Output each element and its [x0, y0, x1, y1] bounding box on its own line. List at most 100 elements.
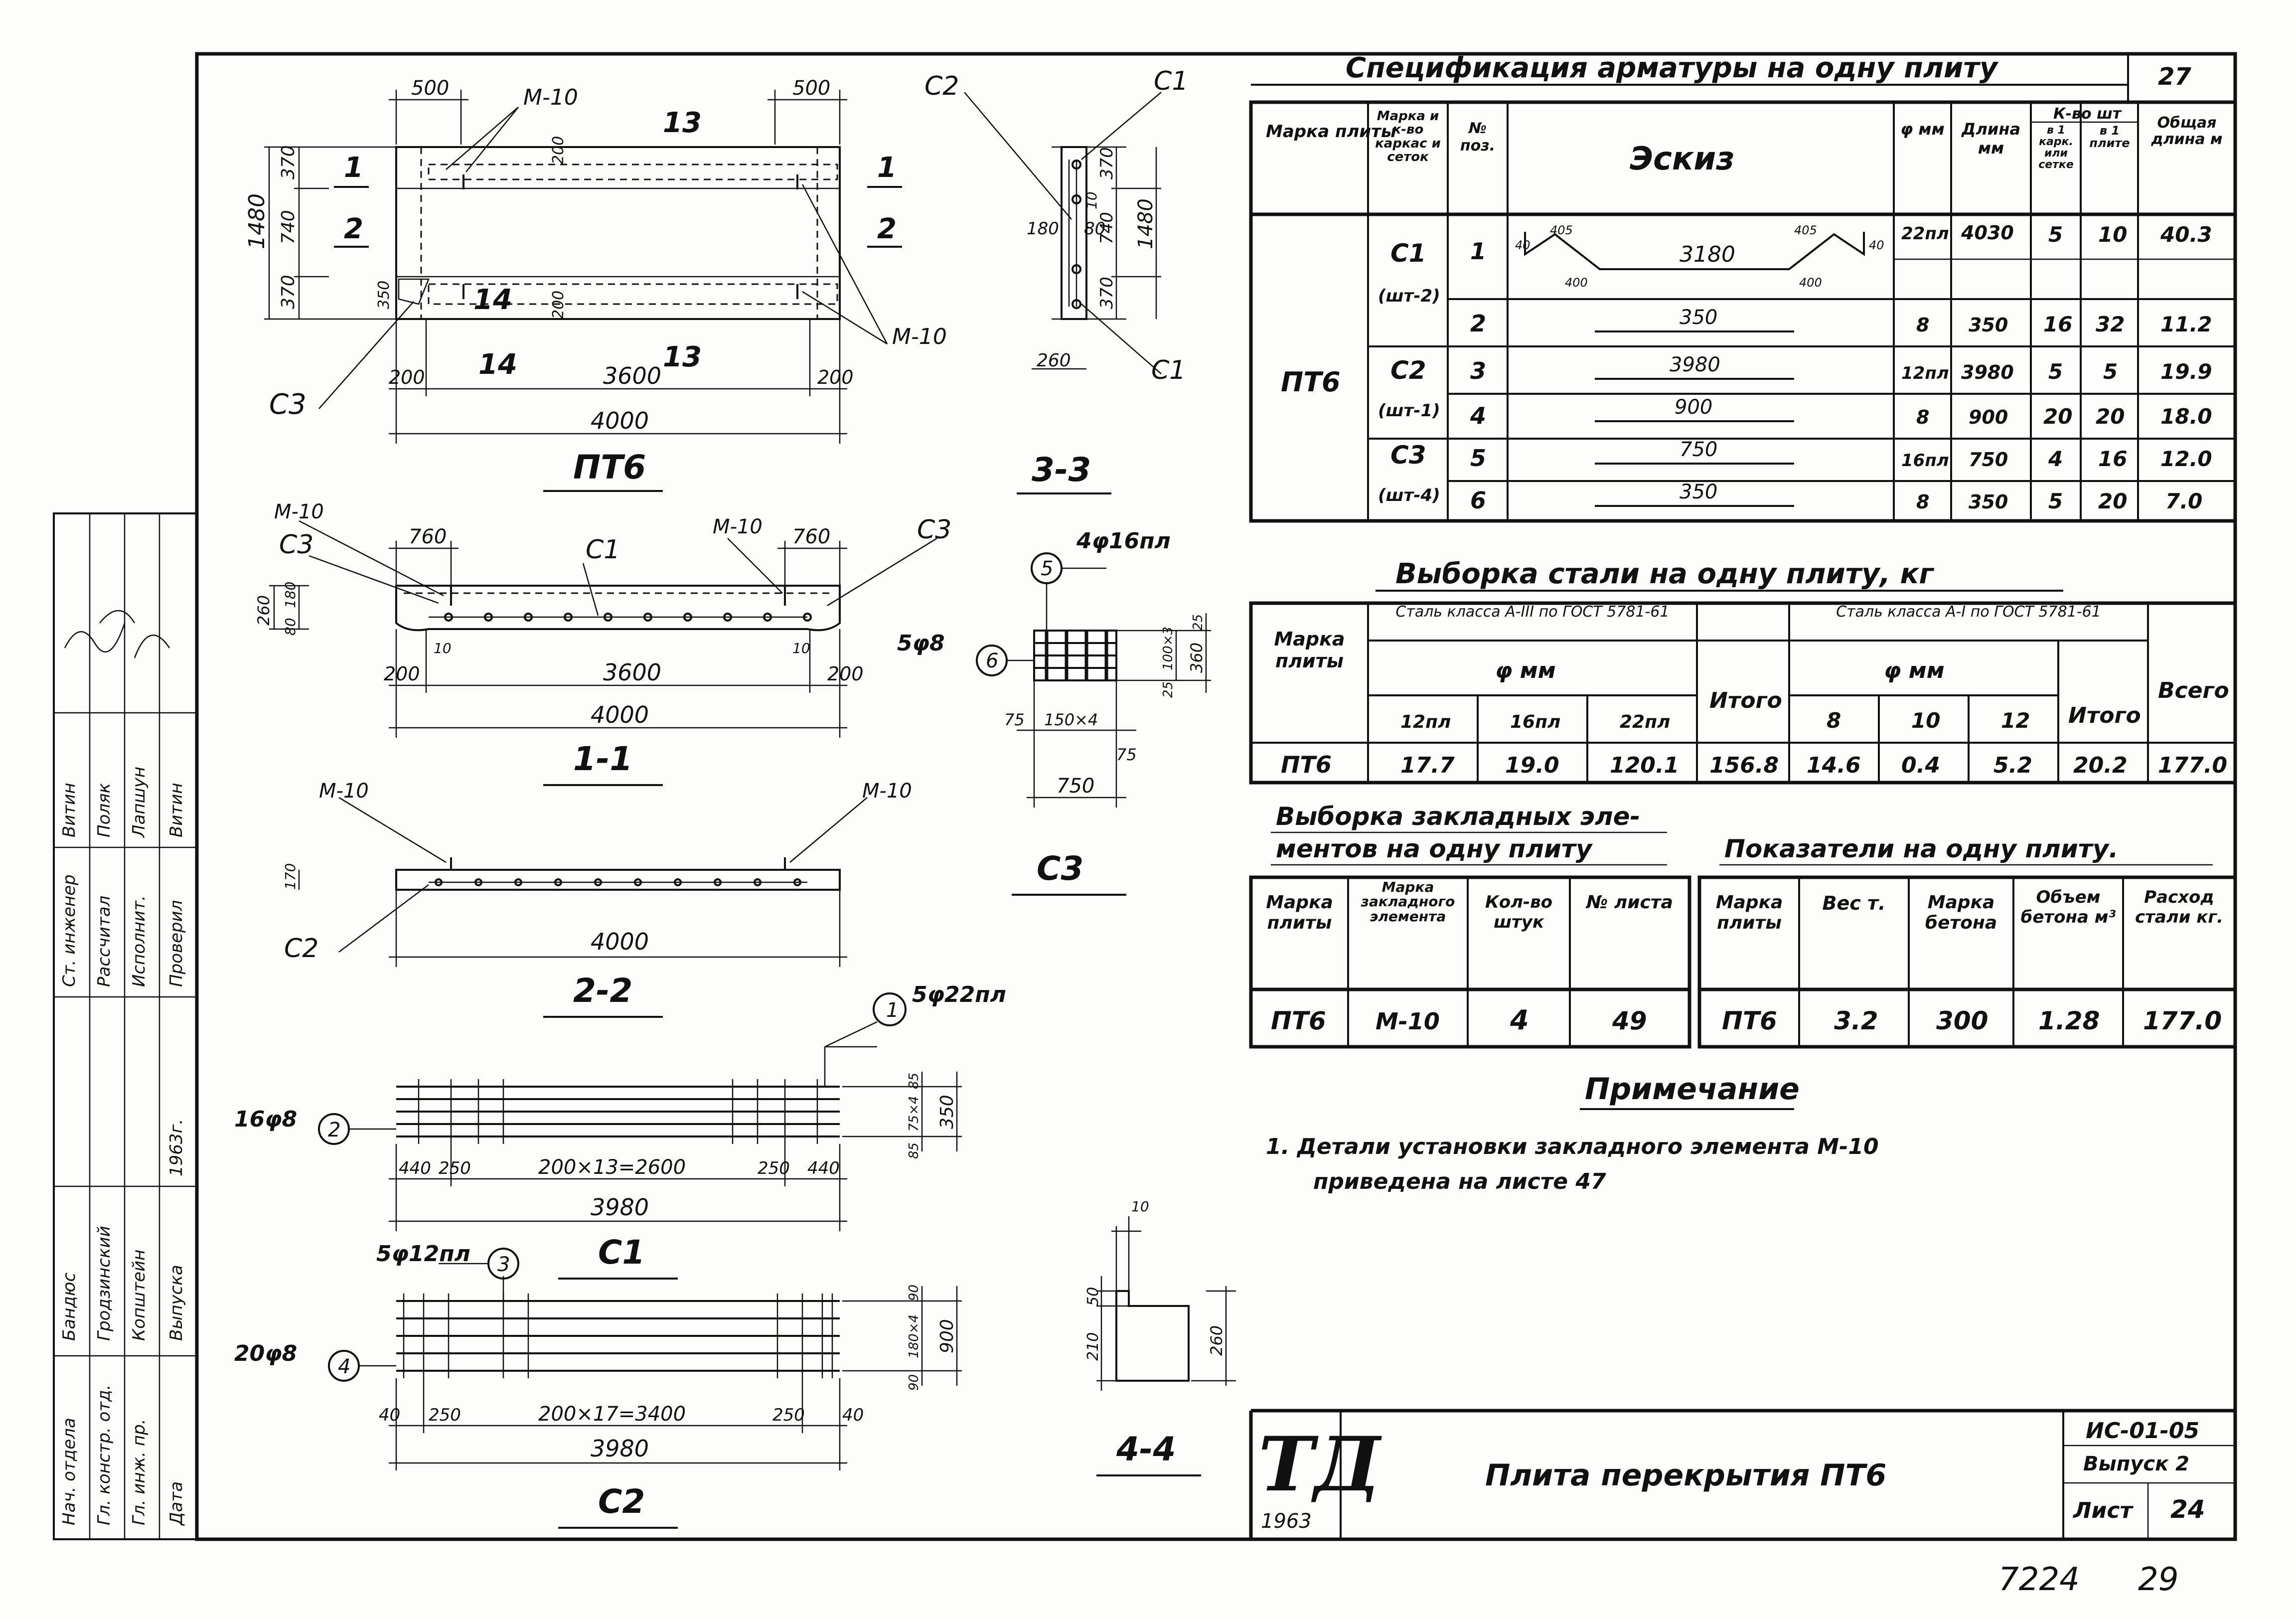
steel-v-22: 120.1: [1610, 753, 1679, 778]
plan-dim-in1: 200: [550, 136, 567, 164]
c1-dim-a: 440: [399, 1158, 431, 1178]
plan-sec-14: 14: [478, 348, 517, 381]
plan-sec-13-bottom: 13: [663, 341, 702, 373]
spec-r3-length: 3980: [1961, 361, 2014, 383]
spec-r2-length: 350: [1969, 314, 2008, 336]
spec-bend-4: 40: [1869, 238, 1884, 252]
role-left-1: Нач. отдела: [59, 1418, 79, 1525]
c1-dim-b: 250: [439, 1158, 471, 1178]
steel-h-vsego: Всего: [2158, 678, 2229, 703]
spec-r6-length: 350: [1969, 491, 2008, 513]
note-line-1: 1. Детали установки закладного элемента …: [1266, 1134, 1879, 1159]
steel-h-class3: Сталь класса А-III по ГОСТ 5781-61: [1395, 604, 1670, 621]
role-left-4: Дата: [166, 1481, 186, 1526]
c1-bar2: 16φ8: [234, 1107, 297, 1132]
plan-sec-2-left: 2: [344, 213, 363, 245]
stamp-sheet-label: Лист: [2072, 1498, 2134, 1523]
embedded-title-2: ментов на одну плиту: [1276, 834, 1593, 863]
c3-dim-2: 100×3: [1161, 627, 1176, 670]
c1-dim-v1: 85: [907, 1073, 921, 1089]
section-1-1: 760 760 200 3600 200 4000 10 10 260 180 …: [254, 500, 951, 786]
c3-pos5: 5: [1041, 557, 1053, 580]
c2-dim-c: 250: [772, 1405, 805, 1425]
embedded-h-2: Марка закладного элемента: [1361, 880, 1455, 925]
s33-dim-7: 10: [1083, 191, 1100, 209]
spec-r6-total: 7.0: [2165, 489, 2202, 513]
c3-dim-6: 150×4: [1044, 710, 1098, 729]
c2-bar4: 20φ8: [234, 1341, 297, 1366]
s33-dim-6: 80: [1084, 219, 1105, 239]
embedded-h-4: № листа: [1586, 892, 1673, 913]
s33-dim-4: 1480: [1134, 198, 1157, 249]
spec-bend-5: 400: [1565, 276, 1588, 290]
spec-h-total: Общая длина м: [2151, 115, 2223, 148]
spec-h-qty-slab: в 1 плите: [2089, 125, 2130, 151]
steel-col-10: 10: [1911, 708, 1940, 733]
steel-v-8: 14.6: [1807, 753, 1861, 778]
steel-col-12a: 12: [2001, 708, 2030, 733]
plan-sec-14-small: 14: [473, 284, 512, 316]
s11-c1: С1: [586, 535, 620, 565]
c2-dim-a: 40: [379, 1405, 400, 1425]
stamp-title: Плита перекрытия ПТ6: [1485, 1458, 1886, 1493]
spec-r1-q2: 10: [2098, 222, 2127, 247]
name-left-3: Копштейн: [129, 1250, 149, 1341]
s44-dim-3: 210: [1084, 1332, 1102, 1361]
c3-bar5: 4φ16пл: [1076, 528, 1171, 554]
embedded-h-3: Кол-во штук: [1485, 892, 1553, 932]
s11-m10-right: М-10: [713, 515, 763, 538]
plan-dim-in2: 350: [375, 281, 393, 309]
indicators-h-4: Объем бетона м³: [2020, 887, 2116, 927]
plan-dim-edge-right: 500: [792, 77, 830, 100]
role-right-1: Ст. инженер: [59, 874, 79, 987]
s22-dim-h: 170: [282, 863, 299, 890]
s33-caption: 3-3: [1032, 451, 1091, 489]
indicators-v-5: 177.0: [2143, 1006, 2222, 1035]
steel-all: 177.0: [2158, 753, 2227, 778]
spec-r6-q2: 20: [2098, 489, 2127, 513]
spec-h-qty-frame: в 1 карк. или сетке: [2038, 125, 2074, 171]
note-block: Примечание 1. Детали установки закладног…: [1266, 1072, 1879, 1194]
steel-row-mark: ПТ6: [1281, 751, 1332, 778]
plan-dim-in3: 200: [550, 291, 567, 319]
embedded-v-4: 49: [1612, 1006, 1647, 1035]
role-right-4: Проверил: [166, 900, 186, 987]
steel-t1: 20.2: [2073, 753, 2128, 778]
c1-dim-mid: 200×13=2600: [538, 1156, 686, 1179]
signatures: [64, 610, 170, 658]
sheet-number-top: 27: [2158, 63, 2191, 91]
spec-r4-sketch: 900: [1675, 396, 1712, 419]
plan-dim-h3: 370: [278, 275, 299, 309]
role-right-2: Рассчитал: [94, 896, 114, 987]
mesh-c3: 5 4φ16пл 6 5φ8 25 100×3 25 360 75 150×4 …: [897, 528, 1211, 896]
spec-r3-q1: 5: [2048, 359, 2063, 384]
spec-r3-q2: 5: [2103, 359, 2118, 384]
s11-caption: 1-1: [573, 740, 632, 778]
spec-h-sketch: Эскиз: [1630, 141, 1734, 177]
frame-c2: 3 5φ12пл 4 20φ8 40 250 200×17=3400 250 4…: [234, 1241, 962, 1529]
c1-bar1: 5φ22пл: [912, 982, 1006, 1007]
c1-pos2: 2: [328, 1119, 340, 1141]
indicators-h-1: Марка плиты: [1715, 892, 1783, 933]
section-2-2: М-10 М-10 С2 170 4000 2-2: [282, 780, 912, 1018]
side-title-block: Нач. отдела Гл. констр. отд. Гл. инж. пр…: [53, 512, 198, 1540]
plan-dim-h1: 370: [278, 145, 299, 179]
side-year: 1963г.: [166, 1119, 186, 1176]
spec-r1-dia: 22пл: [1901, 224, 1949, 244]
s11-dim-a: 760: [409, 525, 447, 548]
spec-h-dia: φ мм: [1900, 120, 1945, 139]
plan-sec-13-top: 13: [663, 107, 702, 139]
spec-r1-pos: 1: [1470, 238, 1486, 265]
s44-dim-1: 10: [1131, 1198, 1149, 1215]
spec-r1-sketch: 3180: [1680, 242, 1735, 267]
s33-c2-label: С2: [924, 71, 959, 101]
footer-num-1: 7224: [1998, 1561, 2080, 1598]
indicators-h-3: Марка бетона: [1925, 892, 1997, 933]
c1-dim-v3: 85: [907, 1142, 921, 1159]
c3-dim-7: 75: [1116, 745, 1137, 764]
spec-r2-q1: 16: [2043, 312, 2072, 336]
name-right-1: Витин: [59, 783, 79, 837]
spec-r1-total: 40.3: [2160, 222, 2212, 247]
spec-r3-total: 19.9: [2160, 359, 2212, 384]
